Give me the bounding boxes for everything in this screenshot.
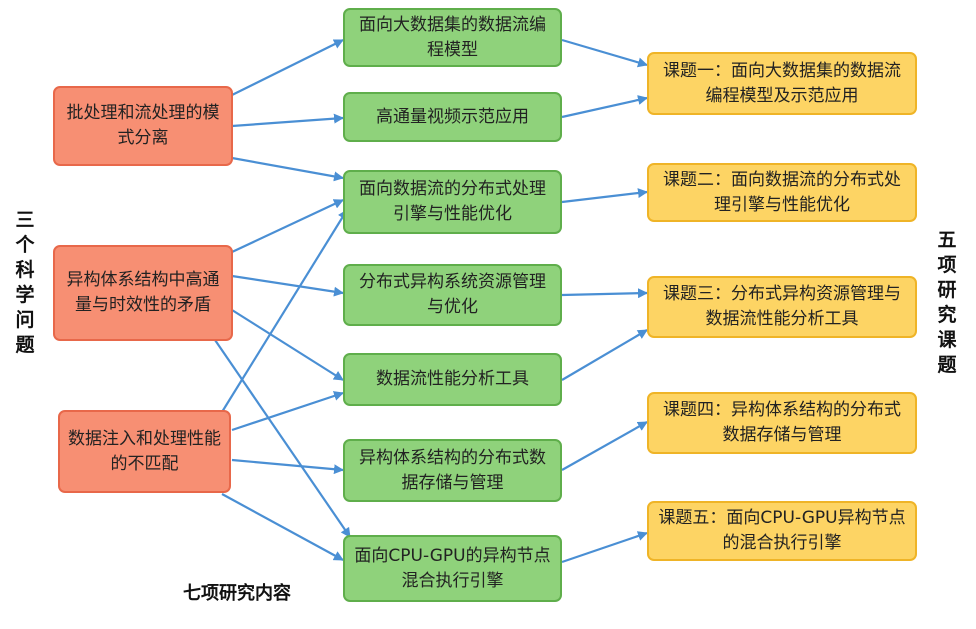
topic-label: 课题三：分布式异构资源管理与数据流性能分析工具 — [663, 284, 901, 329]
arrow-c1-t1 — [561, 38, 648, 68]
topic-label: 课题二：面向数据流的分布式处理引擎与性能优化 — [663, 169, 901, 215]
topic-box-5: 课题五：面向CPU-GPU异构节点的混合执行引擎 — [647, 501, 917, 561]
arrow-q1-c2 — [231, 113, 344, 128]
arrow-q1-c3 — [231, 156, 344, 182]
content-label: 面向数据流的分布式处理引擎与性能优化 — [359, 179, 546, 224]
topic-label: 课题五：面向CPU-GPU异构节点的混合执行引擎 — [658, 508, 906, 553]
topic-label: 课题四：异构体系结构的分布式数据存储与管理 — [663, 400, 901, 445]
topic-box-1: 课题一：面向大数据集的数据流编程模型及示范应用 — [647, 52, 917, 115]
question-label: 异构体系结构中高通量与时效性的矛盾 — [66, 270, 220, 315]
content-box-4: 分布式异构系统资源管理与优化 — [343, 264, 562, 326]
bottom-label: 七项研究内容 — [183, 583, 291, 604]
content-box-2: 高通量视频示范应用 — [343, 92, 562, 142]
question-box-2: 异构体系结构中高通量与时效性的矛盾 — [53, 245, 233, 341]
question-box-3: 数据注入和处理性能的不匹配 — [58, 410, 231, 493]
arrow-c4-t3 — [561, 288, 648, 299]
content-box-1: 面向大数据集的数据流编程模型 — [343, 8, 562, 67]
question-label: 批处理和流处理的模式分离 — [66, 103, 220, 148]
arrow-q1-c1 — [231, 39, 344, 96]
question-label: 数据注入和处理性能的不匹配 — [68, 428, 221, 474]
content-label: 异构体系结构的分布式数据存储与管理 — [359, 447, 546, 493]
arrow-q3-c3 — [221, 209, 348, 413]
content-label: 分布式异构系统资源管理与优化 — [359, 272, 546, 317]
arrow-q3-c5 — [231, 391, 344, 432]
content-box-6: 异构体系结构的分布式数据存储与管理 — [343, 439, 562, 502]
left-vertical-label: 三个科学问题 — [15, 209, 35, 356]
arrow-c5-t3 — [561, 329, 648, 381]
arrow-c3-t2 — [561, 188, 648, 204]
arrow-q2-c7 — [214, 339, 351, 538]
topic-box-3: 课题三：分布式异构资源管理与数据流性能分析工具 — [647, 276, 917, 338]
arrow-q3-c6 — [231, 458, 344, 475]
content-box-7: 面向CPU-GPU的异构节点混合执行引擎 — [343, 535, 562, 602]
arrow-c7-t5 — [561, 531, 648, 564]
arrow-q3-c7 — [221, 493, 344, 561]
arrow-c2-t1 — [561, 95, 648, 119]
arrow-c6-t4 — [561, 421, 648, 471]
arrow-q2-c3 — [231, 199, 344, 253]
content-label: 高通量视频示范应用 — [376, 106, 529, 127]
content-box-3: 面向数据流的分布式处理引擎与性能优化 — [343, 170, 562, 234]
content-label: 面向CPU-GPU的异构节点混合执行引擎 — [354, 545, 551, 591]
content-label: 数据流性能分析工具 — [376, 369, 529, 389]
topic-box-2: 课题二：面向数据流的分布式处理引擎与性能优化 — [647, 163, 917, 222]
content-box-5: 数据流性能分析工具 — [343, 353, 562, 406]
content-label: 面向大数据集的数据流编程模型 — [359, 14, 546, 60]
question-box-1: 批处理和流处理的模式分离 — [53, 86, 233, 166]
topic-box-4: 课题四：异构体系结构的分布式数据存储与管理 — [647, 392, 917, 454]
arrow-q2-c5 — [231, 309, 344, 381]
arrow-q2-c4 — [231, 274, 344, 297]
right-vertical-label: 五项研究课题 — [937, 229, 957, 376]
topic-label: 课题一：面向大数据集的数据流编程模型及示范应用 — [663, 60, 901, 106]
